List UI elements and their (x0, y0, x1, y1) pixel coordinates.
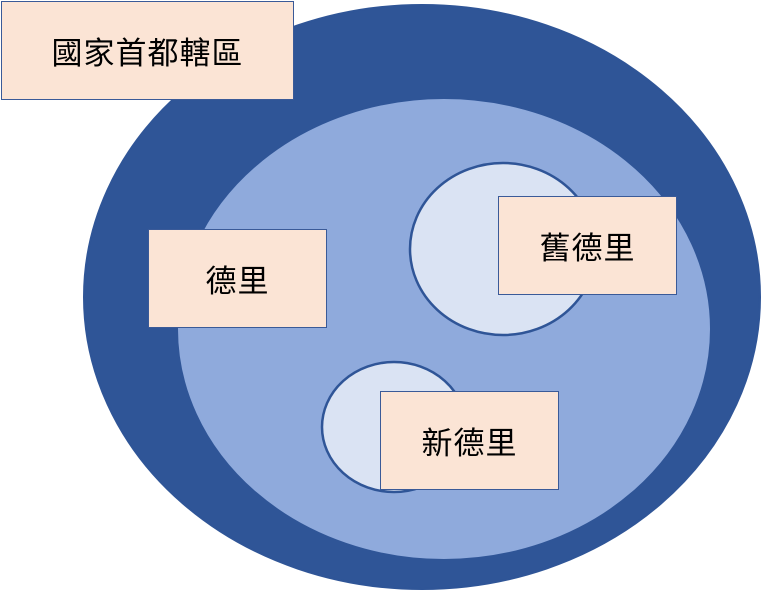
old-delhi-label: 舊德里 (539, 231, 636, 267)
delhi-label-box: 德里 (148, 229, 327, 328)
new-delhi-label-box: 新德里 (380, 391, 559, 490)
ncr-label-box: 國家首都轄區 (1, 1, 294, 100)
delhi-label: 德里 (205, 264, 270, 300)
ncr-label: 國家首都轄區 (51, 36, 244, 72)
new-delhi-label: 新德里 (421, 426, 518, 462)
old-delhi-label-box: 舊德里 (498, 196, 677, 295)
